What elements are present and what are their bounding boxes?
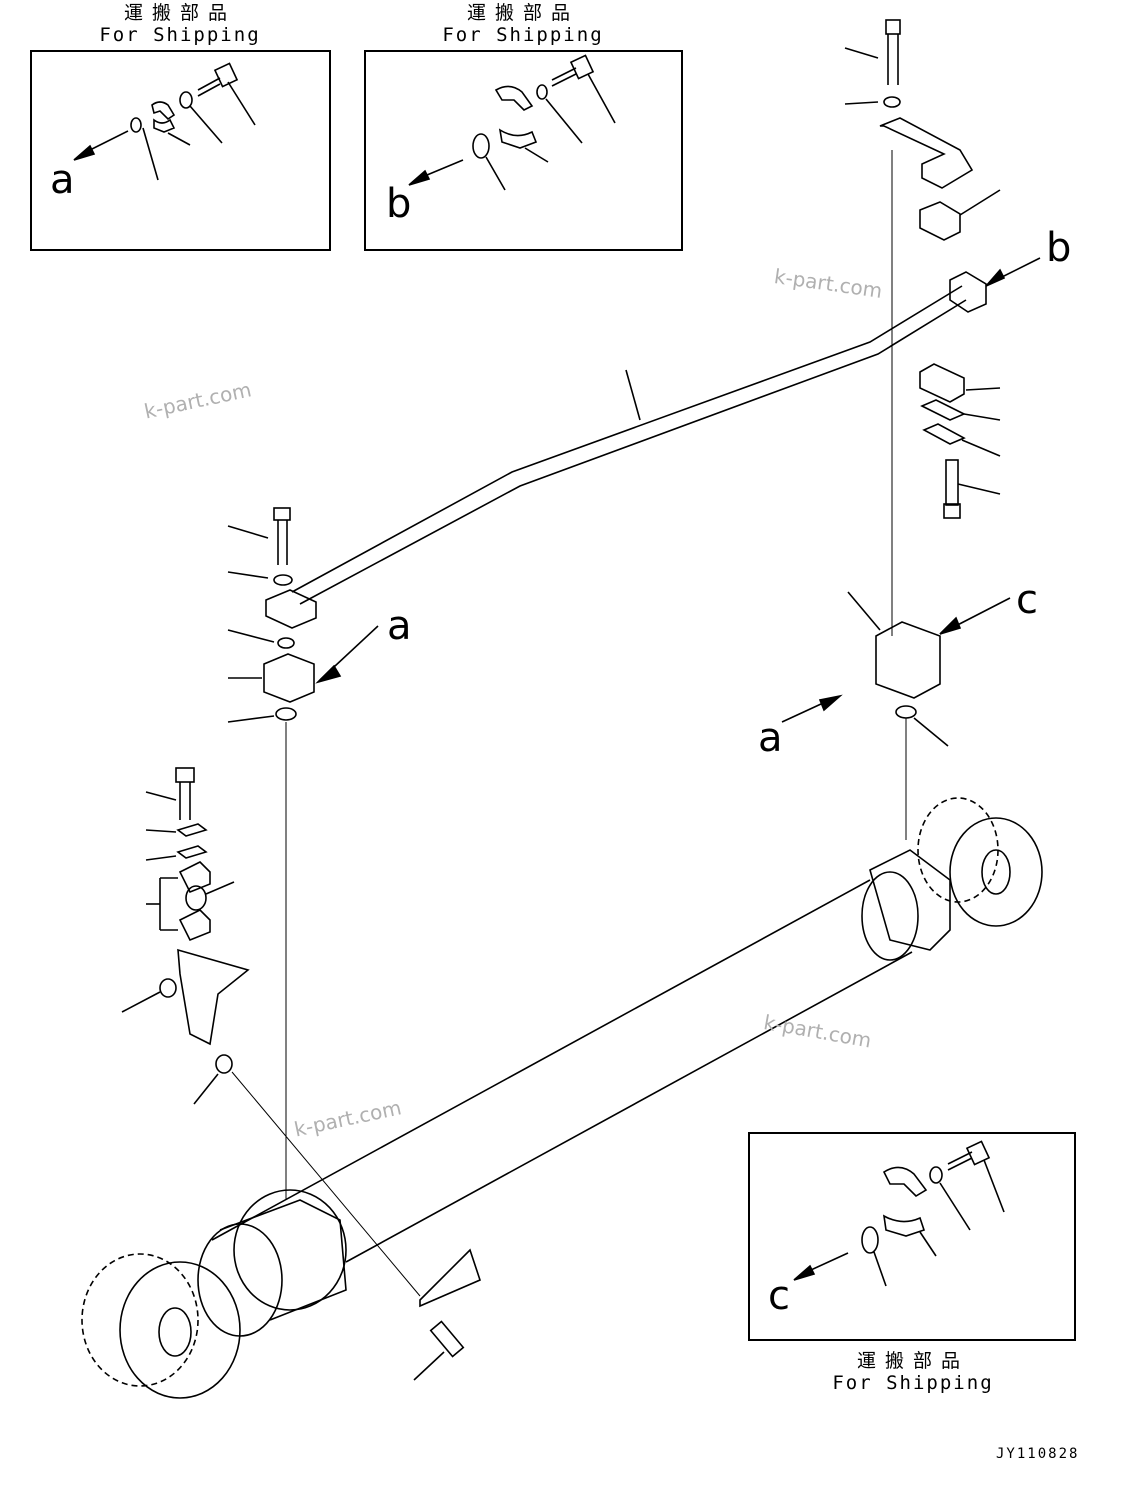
callout-a-right-block: a (758, 715, 783, 761)
callout-b-pipe: b (1046, 225, 1072, 271)
detail-box-b (364, 50, 683, 251)
left-flange-assembly (227, 507, 379, 1200)
shipping-caption-b: 運搬部品 For Shipping (423, 2, 623, 46)
shipping-caption-en: For Shipping (442, 24, 604, 46)
shipping-caption-jp: 運搬部品 (856, 1350, 969, 1372)
detail-c-parts (793, 1140, 1005, 1287)
shipping-caption-en: For Shipping (99, 24, 261, 46)
detail-a-parts (73, 62, 256, 181)
upper-bracket-assembly (844, 19, 1041, 519)
callout-b-detail: b (386, 181, 412, 227)
shipping-caption-en: For Shipping (832, 1372, 994, 1394)
hydraulic-cylinder (81, 797, 1043, 1399)
drawing-number: JY110828 (996, 1446, 1080, 1462)
shipping-caption-jp: 運搬部品 (123, 2, 236, 24)
callout-a-detail: a (50, 157, 75, 203)
callout-a-left-block: a (387, 603, 412, 649)
detail-b-parts (408, 54, 616, 191)
shipping-caption-c: 運搬部品 For Shipping (813, 1350, 1013, 1394)
callout-c-detail: c (768, 1273, 790, 1319)
detail-box-a (30, 50, 331, 251)
callout-c-right-block: c (1016, 577, 1038, 623)
pipe (291, 285, 967, 605)
shipping-caption-a: 運搬部品 For Shipping (80, 2, 280, 46)
detail-box-c (748, 1132, 1076, 1341)
right-block-assembly (781, 150, 1011, 840)
left-clamp-assembly (121, 767, 421, 1297)
shipping-caption-jp: 運搬部品 (466, 2, 579, 24)
